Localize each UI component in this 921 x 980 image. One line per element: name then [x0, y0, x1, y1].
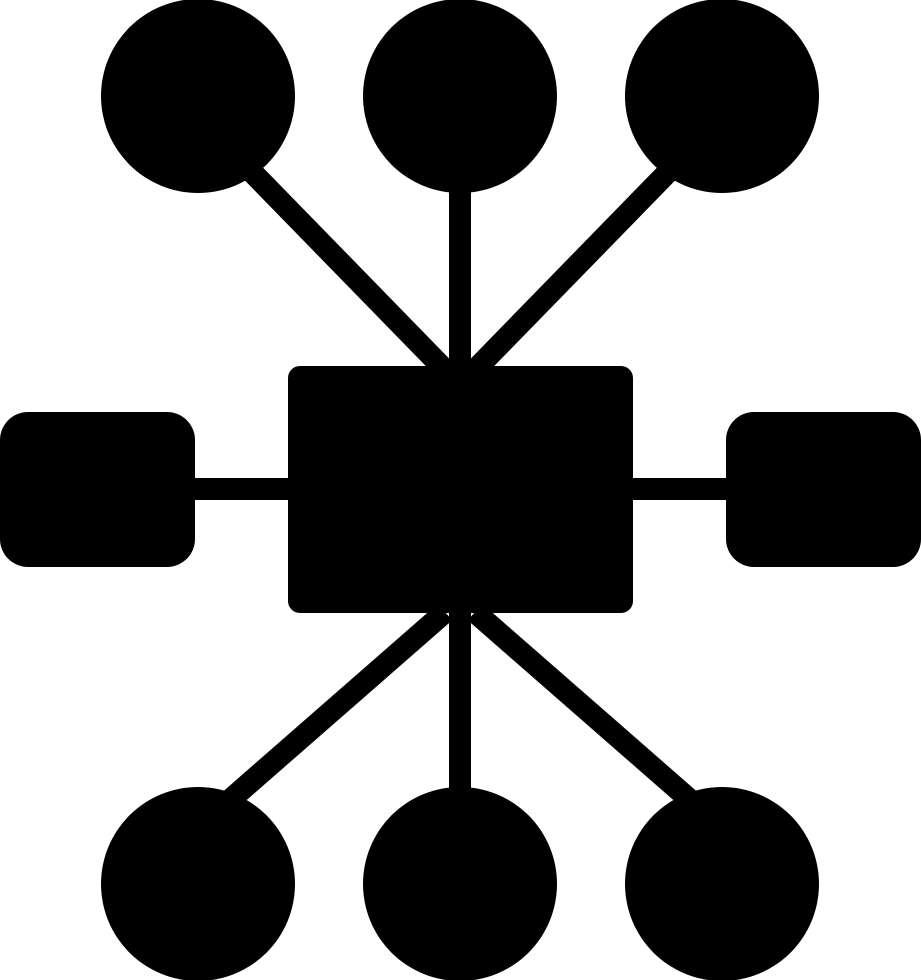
- node-circle-top-left: [101, 0, 295, 193]
- node-circle-bottom-right: [625, 787, 819, 980]
- node-box-right: [726, 412, 921, 567]
- connector-bottom-right: [467, 603, 698, 809]
- node-circle-top-right: [625, 0, 819, 193]
- connector-top-right: [467, 162, 678, 378]
- connector-lines: [190, 162, 730, 809]
- connector-bottom-left: [222, 603, 453, 809]
- connector-top-left: [242, 162, 453, 378]
- node-circle-bottom-center: [363, 787, 557, 980]
- node-box-left: [0, 412, 195, 567]
- node-circle-bottom-left: [101, 787, 295, 980]
- central-hub: [288, 366, 633, 613]
- node-circle-top-center: [363, 0, 557, 193]
